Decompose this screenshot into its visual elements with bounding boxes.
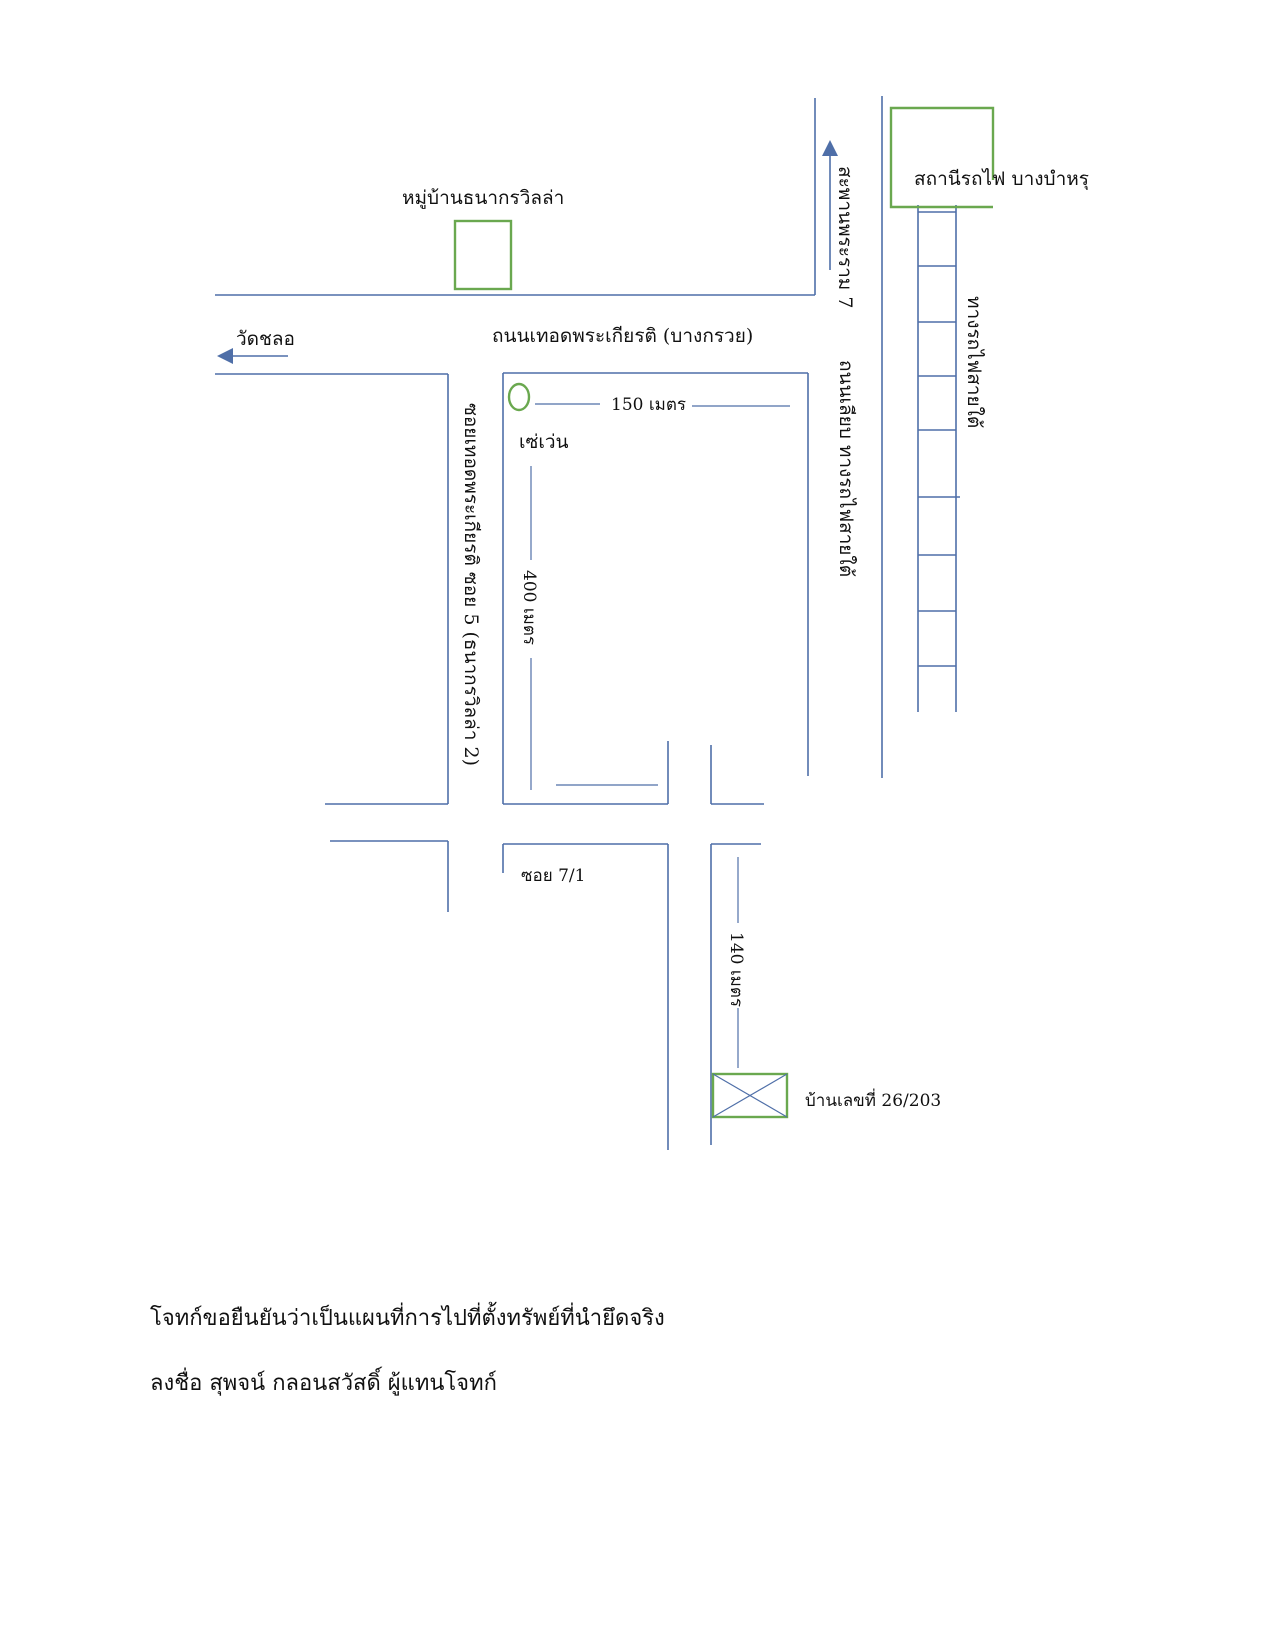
dist-150-label: 150 เมตร xyxy=(611,395,686,415)
bridge-label: สะพานพระราม 7 xyxy=(834,166,856,308)
railway-label: ทางรถไฟสายใต้ xyxy=(963,296,985,428)
station-label: สถานีรถไฟ บางบำหรุ xyxy=(914,168,1089,191)
seven-eleven-label: เซ่เว่น xyxy=(519,431,569,453)
village-label: หมู่บ้านธนากรวิลล่า xyxy=(402,187,564,209)
house-label: บ้านเลขที่ 26/203 xyxy=(805,1088,941,1111)
dist-400-label: 400 เมตร xyxy=(519,570,539,645)
statement-line-1: โจทก์ขอยืนยันว่าเป็นแผนที่การไปที่ตั้งทร… xyxy=(150,1306,665,1331)
statement-signature: ลงชื่อ สุพจน์ กลอนสวัสดิ์ ผู้แทนโจทก์ xyxy=(150,1371,497,1396)
station-marker xyxy=(889,106,995,209)
house-marker-cross-b xyxy=(712,1073,788,1118)
rail-road-label: ถนนเลียบ ทางรถไฟสายใต้ xyxy=(835,360,857,577)
wat-label: วัดชลอ xyxy=(236,328,295,350)
main-road-label: ถนนเทอดพระเกียรติ (บางกรวย) xyxy=(492,325,753,347)
dist-140-label: 140 เมตร xyxy=(726,932,746,1007)
soi71-label: ซอย 7/1 xyxy=(521,866,585,886)
soi5-label: ซอยเทอดพระเกียรติ ซอย 5 (ธนากรวิลล่า 2) xyxy=(460,403,482,766)
house-marker xyxy=(711,1072,789,1119)
seven-eleven-marker xyxy=(507,382,531,412)
railway-ties xyxy=(918,211,960,667)
village-marker xyxy=(453,219,513,291)
